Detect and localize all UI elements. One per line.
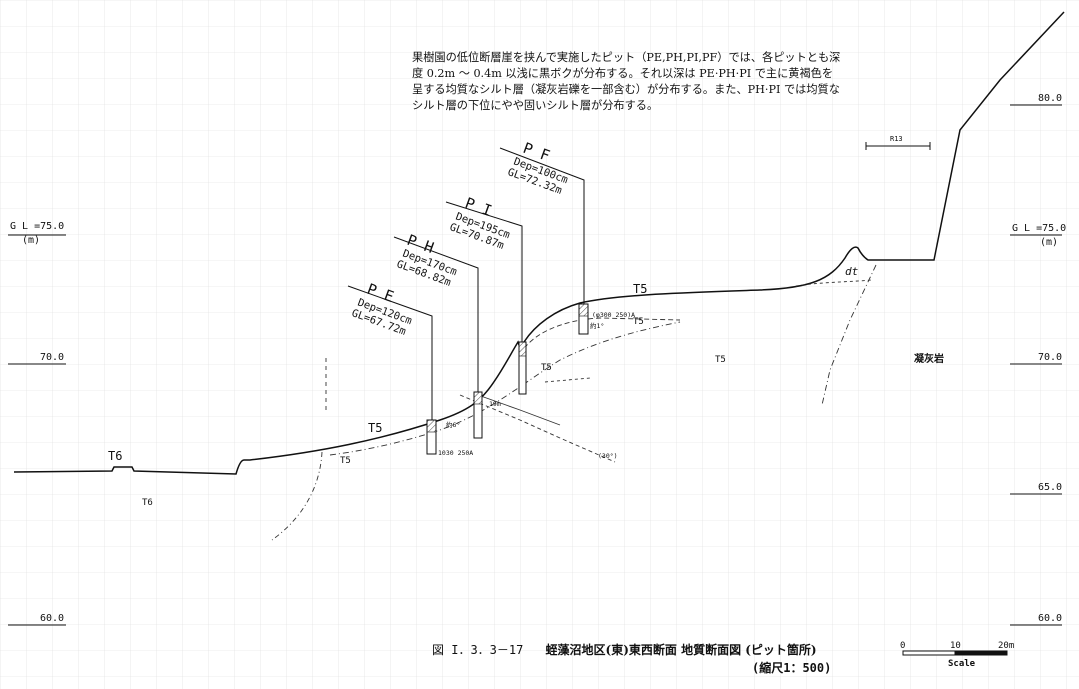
figure-title: 蛭藻沼地区(東)東西断面 地質断面図 (ピット箇所) <box>545 643 817 657</box>
elevation-lines <box>8 104 1062 626</box>
fault-line-2 <box>477 394 561 426</box>
figure-number: 図 I．3．3－17 <box>432 643 524 657</box>
anno-pf-note: (φ300 250)A <box>592 311 635 319</box>
figure-scale: (縮尺1：500) <box>752 661 832 675</box>
road-label: R13 <box>890 135 903 143</box>
anno-pe-angle: 約6° <box>446 420 460 429</box>
unit-t5-pi: T5 <box>541 363 552 373</box>
pit-pi <box>445 201 527 395</box>
unit-t5-upper: T5 <box>633 282 647 296</box>
unit-t5-low: T5 <box>340 456 351 466</box>
elevation-labels: G L =75.0 (m) 70.0 60.0 80.0 G L =75.0 (… <box>10 93 1066 624</box>
anno-dip: (30°) <box>598 452 618 460</box>
scale-tick-20: 20m <box>998 641 1014 651</box>
unit-t5-ph: T5 <box>368 421 382 435</box>
elev-left-60: 60.0 <box>40 613 64 624</box>
road-marker: R13 <box>865 135 931 150</box>
elev-right-65: 65.0 <box>1038 482 1062 493</box>
lower-dashed <box>544 377 591 383</box>
unit-dt: dt <box>845 265 859 278</box>
anno-ph-note: 19m <box>489 400 501 408</box>
elev-right-70: 70.0 <box>1038 352 1062 363</box>
scale-tick-10: 10 <box>950 641 961 651</box>
unit-labels: T6 T6 T5 T5 T5 T5 T5 T5 凝灰岩 dt <box>108 265 944 508</box>
elev-right-unit: (m) <box>1040 237 1058 248</box>
unit-t6-surface: T6 <box>108 449 122 463</box>
scale-bar: 0 10 20m Scale <box>900 641 1014 669</box>
annotations: (φ300 250)A 約1° 1030 250A 約6° 19m (30°) <box>438 311 635 460</box>
tuff-boundary <box>821 264 877 406</box>
unit-tuff: 凝灰岩 <box>914 352 944 365</box>
unit-t5-pf: T5 <box>633 317 644 327</box>
fault-trace <box>459 394 616 463</box>
scale-tick-0: 0 <box>900 641 905 651</box>
dt-base <box>795 279 873 287</box>
elev-right-gl: G L =75.0 <box>1012 223 1066 234</box>
elev-right-60: 60.0 <box>1038 613 1062 624</box>
elev-left-unit: (m) <box>22 235 40 246</box>
anno-pe-note: 1030 250A <box>438 449 473 457</box>
figure-caption: 図 I．3．3－17 蛭藻沼地区(東)東西断面 地質断面図 (ピット箇所) <box>432 641 817 658</box>
elev-left-gl: G L =75.0 <box>10 221 64 232</box>
pit-ph <box>393 236 483 439</box>
unit-t6-body: T6 <box>142 498 153 508</box>
pit-pf <box>499 147 589 335</box>
scale-label: Scale <box>948 659 976 669</box>
elev-right-80: 80.0 <box>1038 93 1062 104</box>
anno-pf-angle: 約1° <box>590 321 604 330</box>
elev-left-70: 70.0 <box>40 352 64 363</box>
explanatory-note: 果樹園の低位断層崖を挟んで実施したピット（PE,PH,PI,PF）では、各ピット… <box>412 51 841 112</box>
unit-t5-main: T5 <box>715 355 726 365</box>
pit-pe <box>347 285 437 455</box>
